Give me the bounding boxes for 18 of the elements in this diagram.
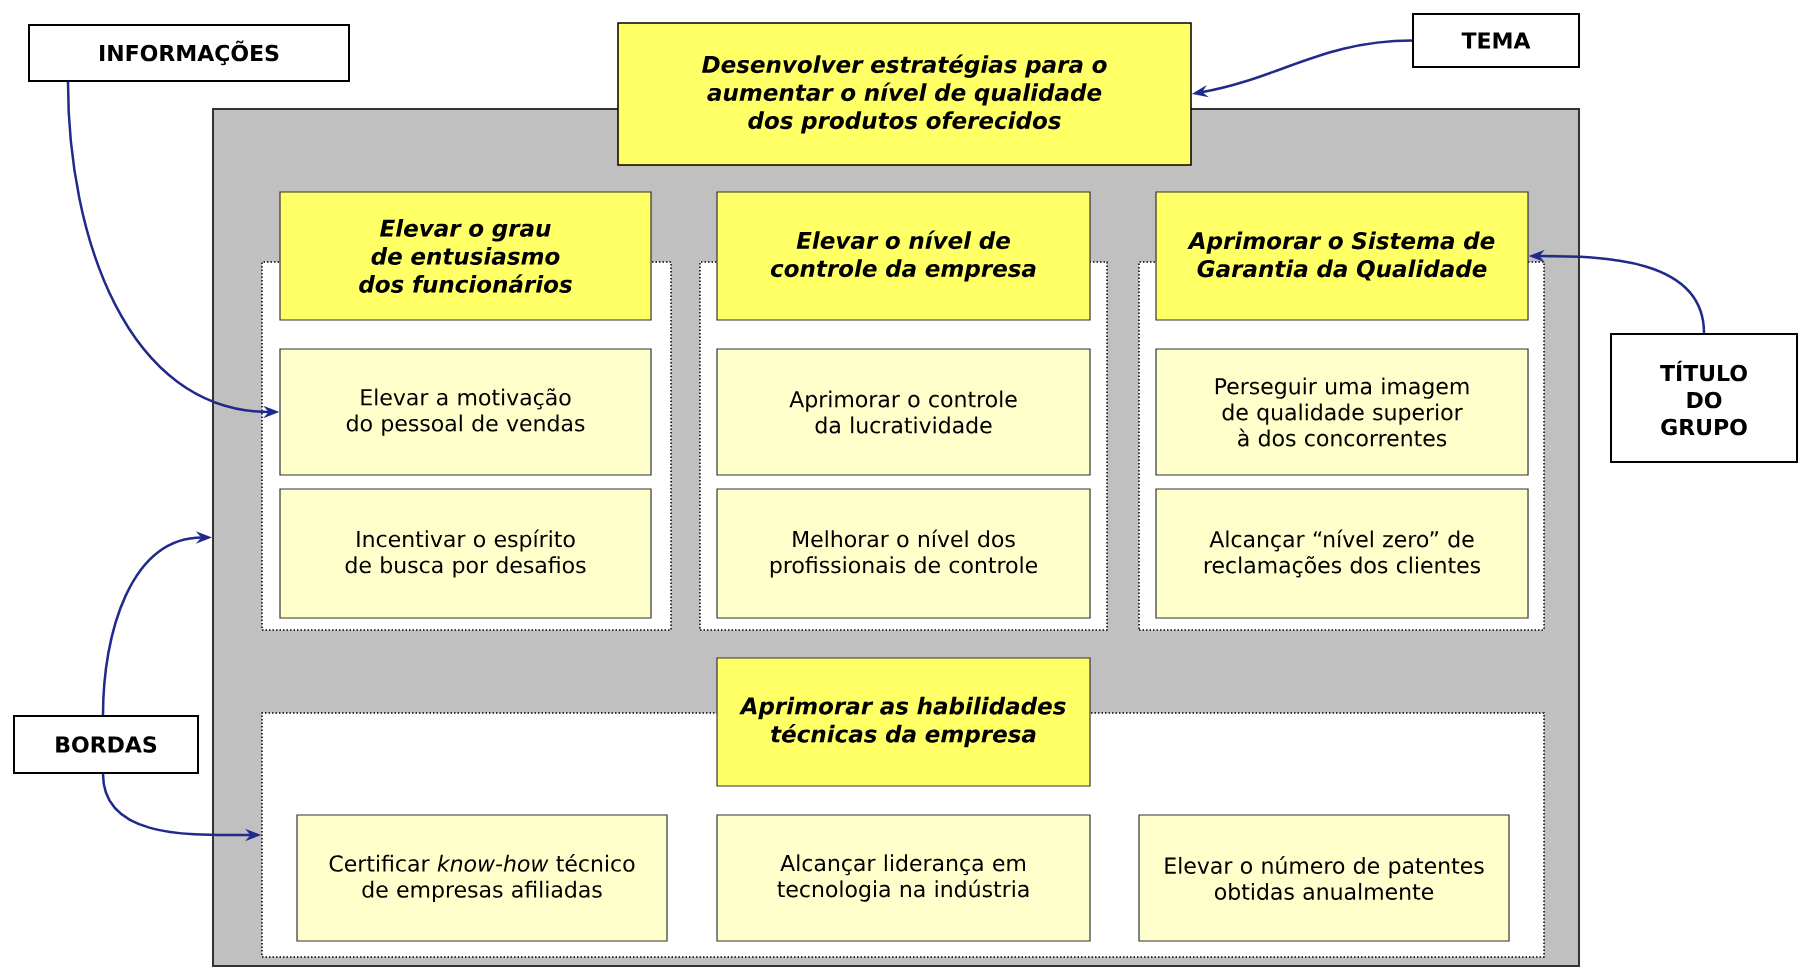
group-title-box: Aprimorar o Sistema de Garantia da Qualidade — [1155, 191, 1529, 321]
item-box: Alcançar “nível zero” de reclamações dos clientes — [1155, 488, 1529, 619]
item-box: Melhorar o nível dos profissionais de controle — [716, 488, 1091, 619]
item-box: Elevar a motivação do pessoal de vendas — [279, 348, 652, 476]
item-box: Alcançar liderança em tecnologia na indústria — [716, 814, 1091, 942]
label-box: INFORMAÇÕES — [28, 24, 350, 82]
group-title-box: Elevar o grau de entusiasmo dos funcionários — [279, 191, 652, 321]
group-title-box: Aprimorar as habilidades técnicas da empresa — [716, 657, 1091, 787]
theme-box: Desenvolver estratégias para o aumentar o nível de qualidade dos produtos oferecidos — [617, 22, 1192, 166]
group-title-box: Elevar o nível de controle da empresa — [716, 191, 1091, 321]
item-box: Certificar know-how técnico de empresas afiliadas — [296, 814, 668, 942]
item-box: Aprimorar o controle da lucratividade — [716, 348, 1091, 476]
label-box: TÍTULO DO GRUPO — [1610, 333, 1798, 463]
label-box: BORDAS — [13, 715, 199, 774]
label-box: TEMA — [1412, 13, 1580, 68]
item-box: Perseguir uma imagem de qualidade superior à dos concorrentes — [1155, 348, 1529, 476]
item-box: Incentivar o espírito de busca por desafios — [279, 488, 652, 619]
item-box: Elevar o número de patentes obtidas anualmente — [1138, 814, 1510, 942]
